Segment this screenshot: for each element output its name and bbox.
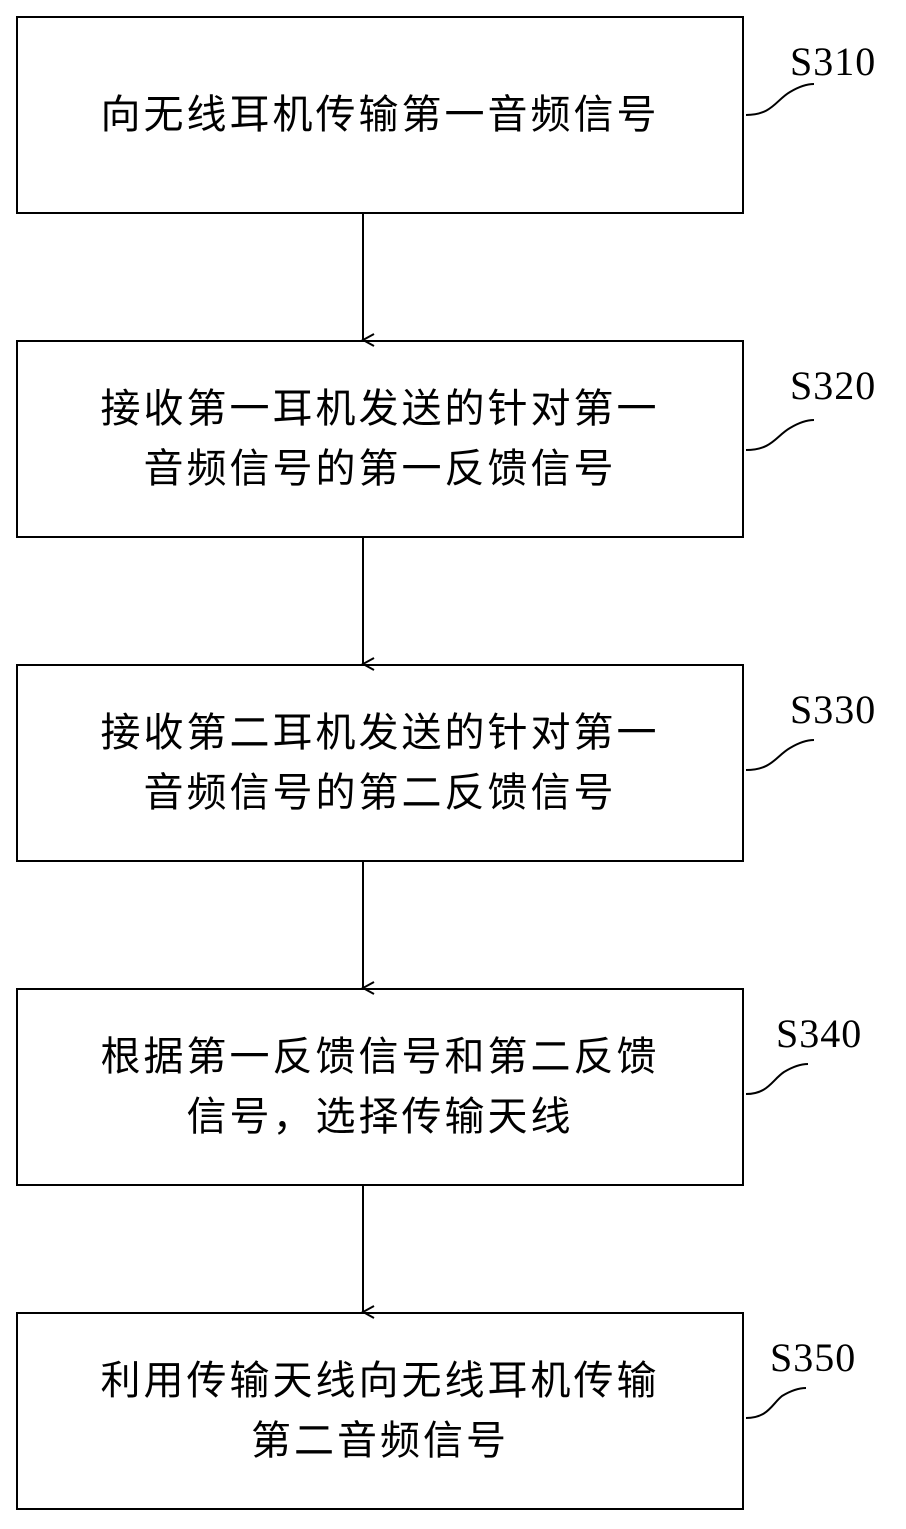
leader-s350 [745, 1387, 807, 1419]
leader-s310 [745, 83, 815, 116]
step-text-s310: 向无线耳机传输第一音频信号 [100, 92, 660, 138]
step-box-s330: 接收第二耳机发送的针对第一 音频信号的第二反馈信号 [16, 664, 744, 862]
step-text-s350: 利用传输天线向无线耳机传输 第二音频信号 [100, 1358, 660, 1464]
label-leaders [745, 83, 815, 1419]
step-text-s340: 根据第一反馈信号和第二反馈 信号，选择传输天线 [100, 1034, 660, 1140]
step-label-s350: S350 [770, 1335, 857, 1380]
step-label-s310: S310 [790, 39, 877, 84]
leader-s340 [745, 1063, 809, 1095]
step-label-s320: S320 [790, 363, 877, 408]
step-label-s330: S330 [790, 687, 877, 732]
step-label-s340: S340 [776, 1011, 863, 1056]
leader-s320 [745, 419, 815, 451]
step-box-s340: 根据第一反馈信号和第二反馈 信号，选择传输天线 [16, 988, 744, 1186]
step-text-s330: 接收第二耳机发送的针对第一 音频信号的第二反馈信号 [100, 710, 660, 816]
step-box-s320: 接收第一耳机发送的针对第一 音频信号的第一反馈信号 [16, 340, 744, 538]
step-box-s350: 利用传输天线向无线耳机传输 第二音频信号 [16, 1312, 744, 1510]
leader-s330 [745, 739, 815, 771]
step-text-s320: 接收第一耳机发送的针对第一 音频信号的第一反馈信号 [100, 386, 660, 492]
step-box-s310: 向无线耳机传输第一音频信号 [16, 16, 744, 214]
